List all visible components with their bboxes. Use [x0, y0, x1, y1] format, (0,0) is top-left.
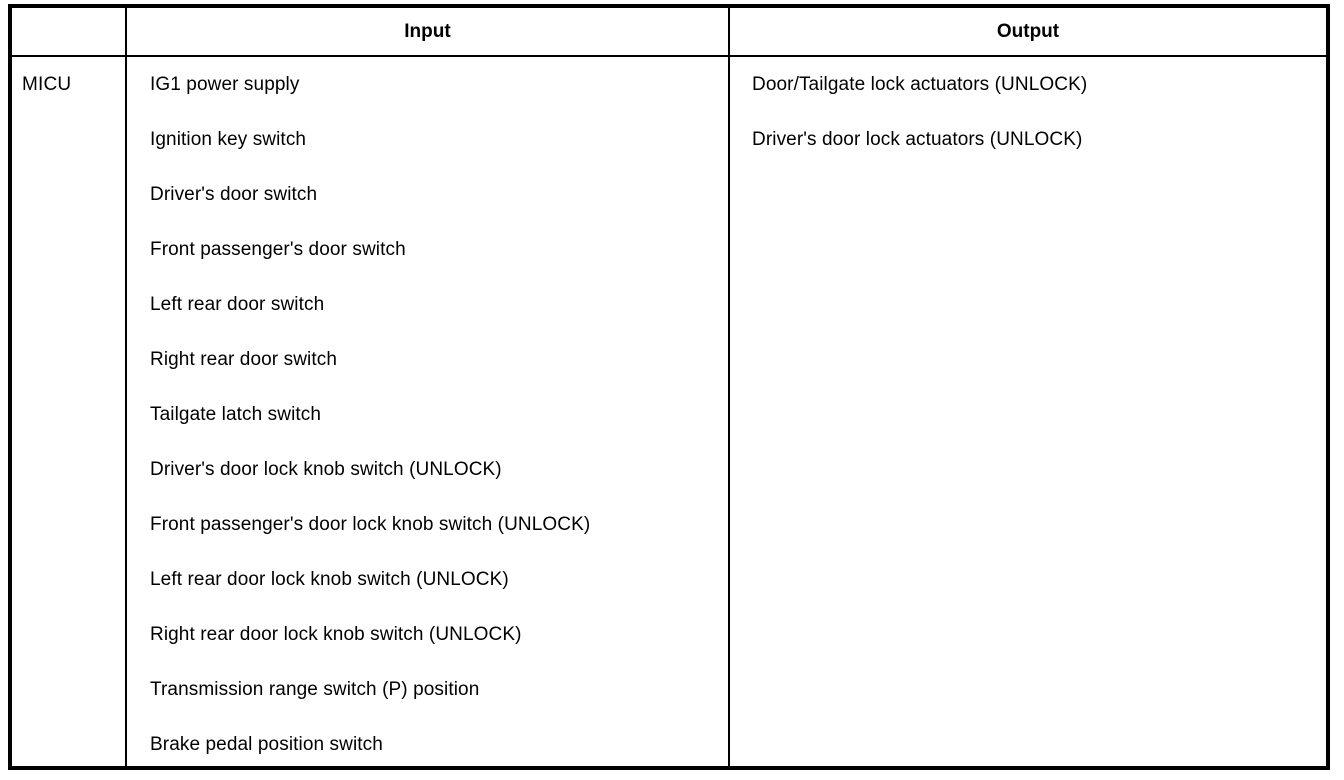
list-item: Brake pedal position switch [150, 734, 383, 755]
list-item: Transmission range switch (P) position [150, 679, 480, 700]
list-item: IG1 power supply [150, 74, 300, 95]
list-item: Right rear door switch [150, 349, 337, 370]
column-header-input: Input [404, 21, 451, 42]
list-item: Driver's door lock knob switch (UNLOCK) [150, 459, 502, 480]
unit-label: MICU [22, 74, 72, 95]
table-header-row: Input Output [12, 8, 1326, 57]
list-item: Door/Tailgate lock actuators (UNLOCK) [752, 74, 1088, 95]
list-item: Left rear door switch [150, 294, 325, 315]
input-output-table: Input Output MICU IG1 power supply Ignit… [8, 4, 1330, 770]
list-item: Front passenger's door switch [150, 239, 406, 260]
cell-input-list: IG1 power supply Ignition key switch Dri… [127, 57, 728, 766]
list-item: Tailgate latch switch [150, 404, 322, 425]
column-divider-input-output [728, 8, 730, 766]
column-header-output: Output [996, 21, 1060, 42]
column-header-unit [12, 8, 125, 55]
column-divider-unit-input [125, 8, 127, 766]
list-item: Ignition key switch [150, 129, 307, 150]
list-item: Driver's door switch [150, 184, 318, 205]
list-item: Front passenger's door lock knob switch … [150, 514, 591, 535]
table-body-row: MICU IG1 power supply Ignition key switc… [12, 57, 1326, 766]
list-item: Driver's door lock actuators (UNLOCK) [752, 129, 1083, 150]
cell-unit: MICU [12, 57, 125, 766]
list-item: Left rear door lock knob switch (UNLOCK) [150, 569, 509, 590]
list-item: Right rear door lock knob switch (UNLOCK… [150, 624, 522, 645]
cell-output-list: Door/Tailgate lock actuators (UNLOCK) Dr… [730, 57, 1326, 766]
